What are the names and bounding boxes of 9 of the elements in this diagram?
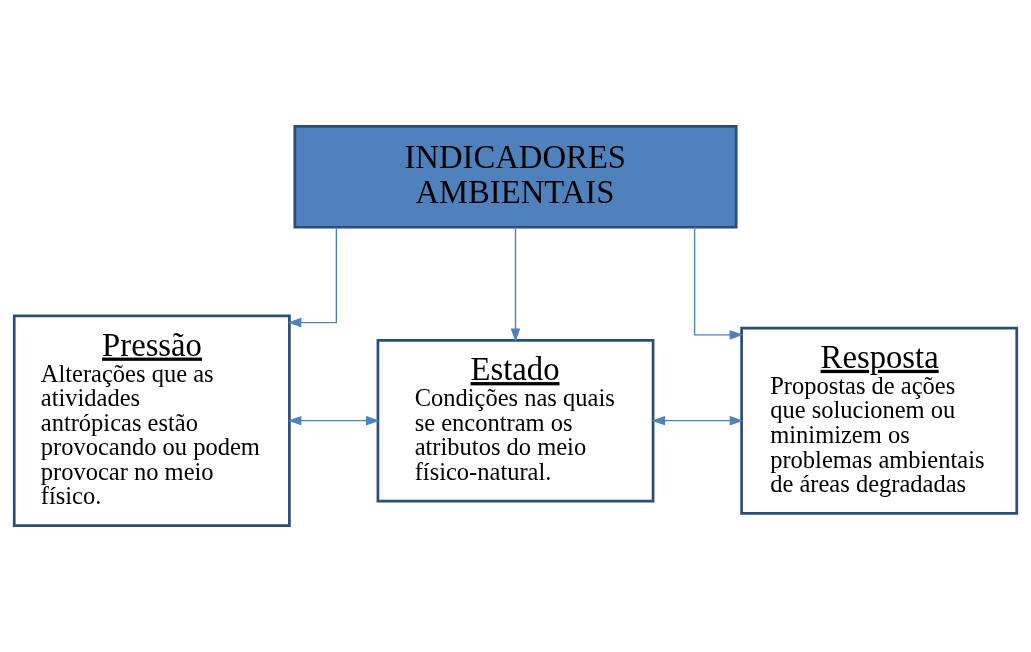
node-box: Estado Condições nas quais se encontram os atributos do meio físico-natural. bbox=[376, 338, 655, 503]
arrow bbox=[287, 415, 380, 426]
node-box: Resposta Propostas de ações que solucionem ou minimizem os problemas ambientais de áreas degradadas bbox=[740, 326, 1019, 515]
arrow bbox=[651, 415, 744, 426]
node-box: Pressão Alterações que as atividades antrópicas estão provocando ou podem provocar no meio físico. bbox=[12, 314, 291, 527]
node-box: INDICADORES AMBIENTAIS bbox=[293, 125, 738, 229]
arrow bbox=[287, 226, 338, 328]
arrow bbox=[510, 226, 521, 343]
arrow bbox=[693, 226, 744, 340]
